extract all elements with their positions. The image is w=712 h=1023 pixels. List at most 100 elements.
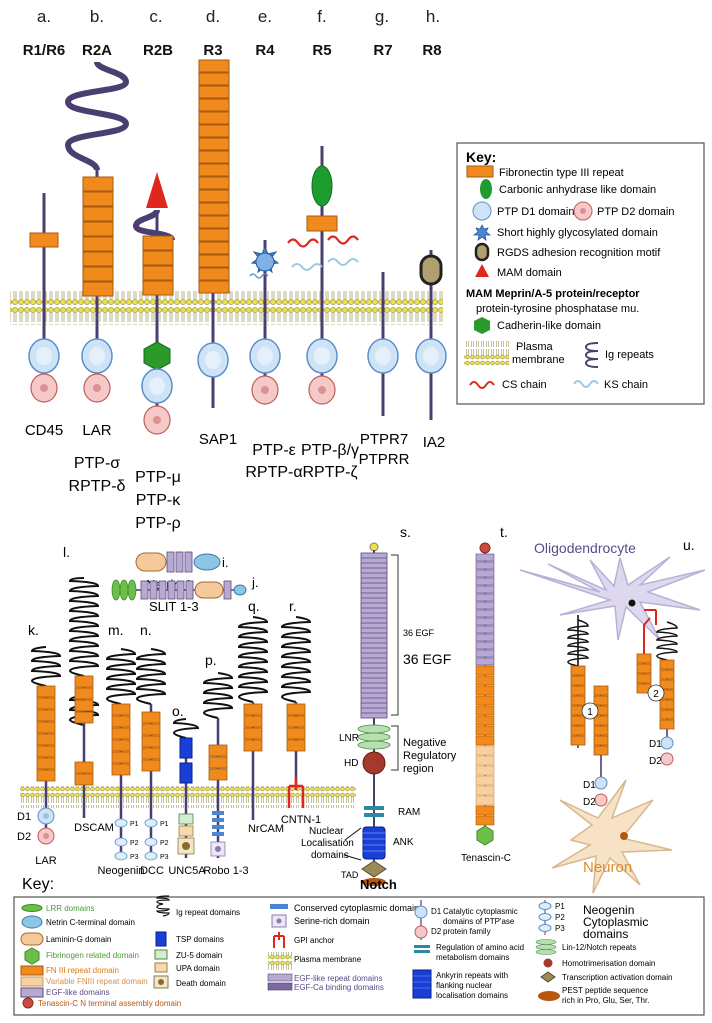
ig-key2-icon bbox=[156, 895, 170, 917]
lin12-key-icon bbox=[535, 939, 557, 955]
ig-repeats bbox=[280, 616, 312, 703]
fn3-repeat bbox=[475, 805, 495, 816]
letter-m: m. bbox=[108, 622, 124, 638]
name-rptp-delta: RPTP-δ bbox=[69, 478, 126, 495]
group-r5: R5 bbox=[312, 42, 331, 59]
letter-l: l. bbox=[63, 544, 70, 560]
egf-like-repeat bbox=[475, 601, 495, 610]
letter-d: d. bbox=[206, 7, 220, 26]
egf-ca-key-icon bbox=[267, 982, 293, 991]
fn3-repeat bbox=[475, 715, 495, 726]
unc5a: o. UNC5A bbox=[168, 703, 206, 877]
key-neo-1: Neogenin bbox=[583, 903, 634, 917]
p2-key-icon bbox=[538, 913, 552, 921]
fn3-repeat bbox=[475, 815, 495, 826]
cntn1: r. CNTN-1 bbox=[281, 598, 321, 826]
fn3-stack bbox=[74, 675, 94, 786]
fn3-repeat bbox=[306, 215, 338, 232]
fn3-repeat bbox=[475, 735, 495, 746]
oligodendrocyte-neuron: u. Oligodendrocyte Neuron bbox=[519, 537, 706, 894]
key-netrin-c: Netrin C-terminal domain bbox=[46, 918, 135, 927]
egf-like-repeat bbox=[475, 593, 495, 602]
key-top-title: Key: bbox=[466, 149, 496, 165]
key-egf-rep: EGF-like repeat domains bbox=[294, 974, 382, 983]
tsp-domain bbox=[179, 762, 193, 784]
fn3-stack bbox=[286, 703, 306, 752]
group-r1r6: R1/R6 bbox=[23, 42, 66, 59]
fn3-repeat bbox=[475, 695, 495, 706]
cs-key-icon bbox=[469, 381, 495, 389]
name-ptprr: PTPRR bbox=[359, 451, 410, 468]
letter-c: c. bbox=[149, 7, 162, 26]
receptor-ptp-epsilon: PTP-ε RPTP-α bbox=[245, 245, 303, 481]
laminin-g-domain bbox=[135, 552, 167, 572]
label-egf-big: 36 EGF bbox=[403, 651, 451, 667]
label-d1: D1 bbox=[17, 811, 31, 823]
circle-1 bbox=[581, 702, 599, 720]
egf-like-key-icon bbox=[20, 987, 44, 998]
laminin-key-icon bbox=[20, 932, 44, 946]
key-bottom-title: Key: bbox=[22, 876, 54, 893]
top-letters: a. b. c. d. e. f. g. h. bbox=[37, 7, 440, 26]
key-ank-3: localisation domains bbox=[436, 991, 508, 1000]
egf-like-repeat bbox=[475, 609, 495, 618]
key-tsp: TSP domains bbox=[176, 935, 224, 944]
circle-2 bbox=[647, 684, 665, 702]
gpi-key-icon bbox=[273, 932, 285, 948]
bottom-lar: k. D1 D2 LAR bbox=[17, 622, 62, 867]
ank-key-icon bbox=[412, 969, 432, 999]
fn3-stack bbox=[36, 685, 56, 782]
letter-b: b. bbox=[90, 7, 104, 26]
fn3-variable-repeat bbox=[475, 755, 495, 766]
ig-repeats bbox=[237, 616, 269, 703]
mam-domain bbox=[146, 172, 168, 208]
ig-repeats bbox=[105, 648, 137, 705]
key-ig: Ig repeats bbox=[605, 349, 654, 361]
fn3-variable-repeat bbox=[475, 765, 495, 776]
key-gpi: GPI anchor bbox=[294, 936, 335, 945]
receptor-lar: LAR PTP-σ RPTP-δ bbox=[64, 60, 130, 495]
letter-h: h. bbox=[426, 7, 440, 26]
label-lnr: LNR bbox=[339, 733, 359, 744]
tsp-key-icon bbox=[155, 931, 167, 947]
key-mam: MAM domain bbox=[497, 267, 562, 279]
mam-key-icon bbox=[475, 264, 489, 277]
key-reg-2: metabolism domains bbox=[436, 953, 509, 962]
upa-domain bbox=[178, 825, 194, 837]
egf-like-repeat bbox=[475, 585, 495, 594]
fn3-stack bbox=[111, 703, 131, 776]
ig-repeats bbox=[68, 695, 100, 726]
label-cntn: CNTN-1 bbox=[281, 814, 321, 826]
label-p2-dcc: P2 bbox=[160, 840, 169, 847]
plasma-membrane-bottom bbox=[20, 786, 356, 808]
upa-key-icon bbox=[154, 962, 168, 973]
netrin-c-terminal-domain bbox=[233, 584, 247, 596]
group-r2b: R2B bbox=[143, 42, 173, 59]
letter-u: u. bbox=[683, 537, 695, 553]
tenascin-n-key-icon bbox=[22, 997, 34, 1009]
neogenin: m. P1 P2 P3 Neogenin bbox=[97, 622, 144, 877]
label-circle-1: 1 bbox=[587, 707, 593, 718]
fn3-repeat bbox=[475, 675, 495, 686]
membrane-key2-icon bbox=[268, 952, 292, 970]
label-unc5a: UNC5A bbox=[168, 865, 206, 877]
letter-f: f. bbox=[317, 7, 326, 26]
egf-like-repeat bbox=[475, 553, 495, 562]
key-cat-2: domains of PTP'ase bbox=[443, 917, 515, 926]
tad-key-icon bbox=[540, 971, 556, 983]
tsp-domain bbox=[179, 737, 193, 759]
nrcam: q. NrCAM bbox=[237, 598, 284, 835]
letter-o: o. bbox=[172, 703, 184, 719]
key-cat-3: protein family bbox=[443, 927, 491, 936]
fn3-stack bbox=[208, 744, 228, 781]
key-d2: PTP D2 domain bbox=[597, 206, 674, 218]
homo-key-icon bbox=[543, 958, 553, 968]
label-u-d2-left: D2 bbox=[583, 797, 596, 808]
ram-domain bbox=[364, 806, 384, 817]
key-plasma: Plasma membrane bbox=[294, 955, 362, 964]
label-nrcam: NrCAM bbox=[248, 823, 284, 835]
fn3-repeat bbox=[475, 665, 495, 676]
receptor-cd45: CD45 bbox=[25, 232, 63, 439]
label-notch: Notch bbox=[360, 877, 397, 892]
glyco-key-icon bbox=[472, 224, 492, 241]
